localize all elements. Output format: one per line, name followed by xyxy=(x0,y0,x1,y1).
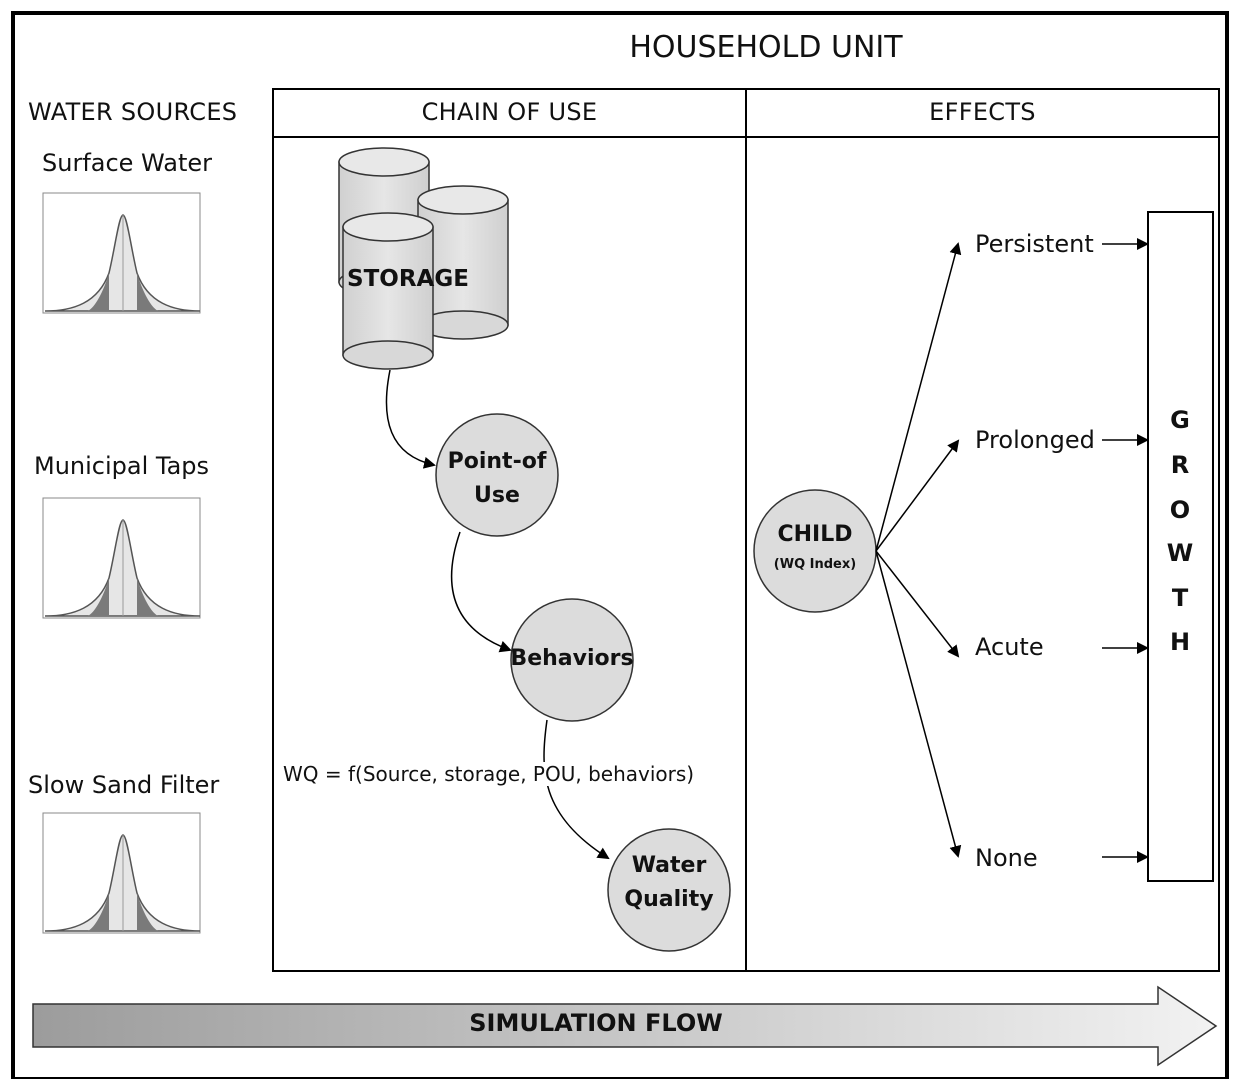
point-of-use-label-line1: Point-of xyxy=(447,449,547,474)
growth-letter-o: O xyxy=(1169,496,1191,524)
water-quality-label-line2: Quality xyxy=(624,887,714,912)
outcome-acute: Acute xyxy=(975,633,1044,661)
arrow-child-to-prolonged xyxy=(875,439,960,552)
arrow-storage-to-pou xyxy=(385,369,436,469)
child-sublabel: (WQ Index) xyxy=(773,557,857,572)
left-tail xyxy=(88,893,109,931)
child-label: CHILD xyxy=(777,522,853,547)
water-sources-heading: WATER SOURCES xyxy=(28,98,238,126)
page-title: HOUSEHOLD UNIT xyxy=(629,30,903,65)
water-quality-label-line1: Water xyxy=(631,853,707,878)
simulation-flow-arrow xyxy=(32,985,1218,1067)
chain-of-use-heading: CHAIN OF USE xyxy=(421,98,598,126)
point-of-use-node xyxy=(435,413,559,537)
growth-letter-h: H xyxy=(1169,628,1191,656)
arrow-behaviors-to-wq xyxy=(543,719,610,860)
child-node xyxy=(753,489,877,613)
cylinder-front xyxy=(342,212,434,370)
water-quality-node xyxy=(607,828,731,952)
right-tail xyxy=(137,893,158,931)
outer-frame xyxy=(11,11,1229,1079)
simulation-flow-label: SIMULATION FLOW xyxy=(469,1009,723,1037)
behaviors-label: Behaviors xyxy=(510,646,634,671)
distribution-chart-surface-water xyxy=(42,192,201,314)
right-tail xyxy=(137,273,158,311)
arrow-child-to-none xyxy=(875,550,962,858)
growth-letter-g: G xyxy=(1170,406,1190,434)
source-label-municipal-taps: Municipal Taps xyxy=(34,452,210,480)
growth-letter-r: R xyxy=(1170,451,1190,479)
storage-label: STORAGE xyxy=(347,266,469,292)
source-label-surface-water: Surface Water xyxy=(42,149,213,177)
growth-letter-t: T xyxy=(1171,584,1189,612)
outcome-persistent: Persistent xyxy=(975,230,1094,258)
growth-box xyxy=(1147,211,1214,882)
outcome-prolonged: Prolonged xyxy=(975,426,1095,454)
distribution-chart-municipal-taps xyxy=(42,497,201,619)
outcome-none: None xyxy=(975,844,1038,872)
left-tail xyxy=(88,273,109,311)
growth-letter-w: W xyxy=(1166,539,1194,567)
distribution-chart-slow-sand-filter xyxy=(42,812,201,934)
left-tail xyxy=(88,578,109,616)
arrow-child-to-persistent xyxy=(875,242,962,552)
wq-formula: WQ = f(Source, storage, POU, behaviors) xyxy=(281,762,697,786)
arrow-pou-to-behaviors xyxy=(450,531,512,653)
effects-heading: EFFECTS xyxy=(929,98,1036,126)
right-tail xyxy=(137,578,158,616)
arrow-child-to-acute xyxy=(875,550,960,658)
behaviors-node xyxy=(510,598,634,722)
point-of-use-label-line2: Use xyxy=(474,483,520,508)
storage-cylinders xyxy=(338,147,509,370)
source-label-slow-sand-filter: Slow Sand Filter xyxy=(28,771,220,799)
